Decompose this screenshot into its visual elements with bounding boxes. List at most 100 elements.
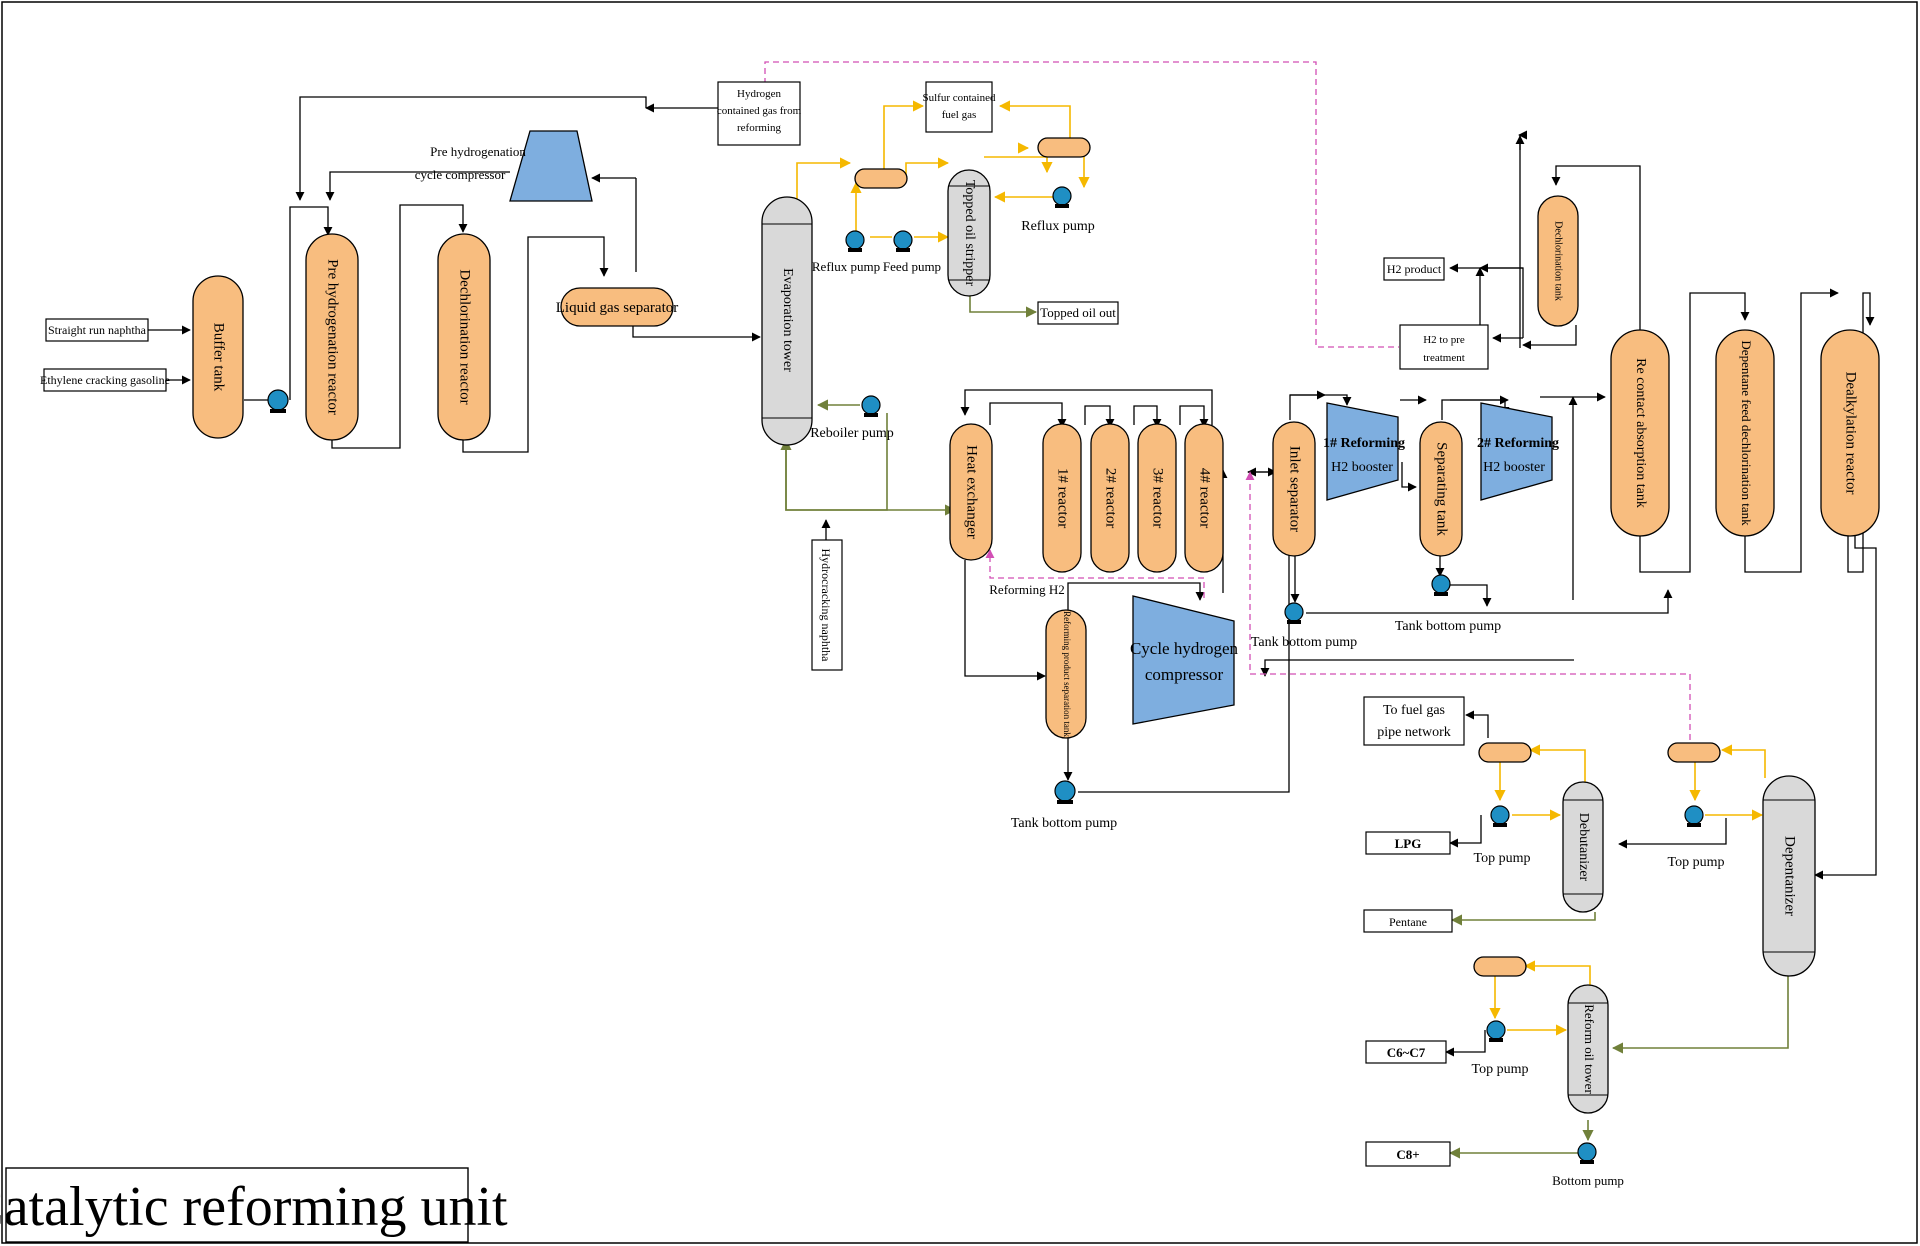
reboiler-pump: Reboiler pump: [810, 395, 894, 441]
topped-oil-stripper: Topped oil stripper: [947, 169, 991, 297]
reflux-drum-1: [854, 168, 908, 189]
c8plus-box: C8+: [1365, 1141, 1451, 1167]
reflux-pump-2: Reflux pump: [1021, 186, 1095, 234]
hydrogen-from-reforming-line2: contained gas from: [717, 105, 802, 117]
tank-bottom-pump-2: Tank bottom pump: [1251, 602, 1357, 650]
reflux-drum-2: [1037, 137, 1091, 158]
feed-hydrocracking-label: Hydrocracking naphtha: [819, 549, 833, 663]
cycle-hydrogen-compressor-line1: Cycle hydrogen: [1130, 639, 1239, 658]
booster-2-line2: H2 booster: [1483, 460, 1545, 475]
dechlorination-reactor-label: Dechlorination reactor: [457, 269, 473, 404]
buffer-tank-label: Buffer tank: [211, 323, 227, 392]
separating-tank: Separating tank: [1419, 421, 1463, 557]
h2-product-label: H2 product: [1387, 262, 1442, 276]
to-fuel-gas-box: To fuel gas pipe network: [1363, 696, 1465, 746]
pipes: [148, 61, 1877, 1159]
reactor-4: 4# reactor: [1184, 423, 1224, 573]
pre-hydrogenation-reactor-label: Pre hydrogenation reactor: [325, 259, 341, 415]
debutanizer-label: Debutanizer: [1576, 813, 1591, 882]
debutanizer-drum: [1478, 742, 1532, 763]
liquid-gas-separator-label: Liquid gas separator: [556, 300, 678, 316]
lpg-box: LPG: [1365, 831, 1451, 855]
reactor-1-label: 1# reactor: [1055, 468, 1071, 528]
reflux-pump-1-label: Reflux pump: [812, 259, 880, 274]
reactor-4-label: 4# reactor: [1197, 468, 1213, 528]
liquid-gas-separator: Liquid gas separator: [556, 287, 678, 327]
reform-oil-tower-label: Reform oil tower: [1582, 1004, 1597, 1094]
reflux-pump-1: Reflux pump: [812, 230, 880, 274]
dealkylation-reactor: Dealkylation reactor: [1820, 329, 1880, 537]
title-box: Catalytic reforming unit: [0, 1167, 508, 1243]
h2-product-box: H2 product: [1383, 257, 1445, 281]
c6c7-label: C6~C7: [1387, 1045, 1426, 1060]
reactor-2-label: 2# reactor: [1103, 468, 1119, 528]
depentane-feed-dechlorination-tank-label: Depentane feed dechlorination tank: [1739, 340, 1754, 526]
top-pump-3: Top pump: [1472, 1020, 1529, 1077]
tank-bottom-pump-2-label: Tank bottom pump: [1251, 635, 1357, 650]
topped-oil-stripper-label: Topped oil stripper: [962, 180, 977, 287]
dealkylation-reactor-label: Dealkylation reactor: [1843, 372, 1859, 495]
hydrogen-from-reforming-line1: Hydrogen: [737, 88, 781, 100]
feed-ethylene-label: Ethylene cracking gasoline: [40, 373, 170, 387]
feed-straight-run: Straight run naphtha: [45, 318, 149, 342]
lpg-label: LPG: [1395, 836, 1422, 851]
buffer-pump: [267, 389, 289, 413]
top-pump-2-label: Top pump: [1668, 855, 1725, 870]
depentanizer: Depentanizer: [1762, 775, 1816, 977]
hydrogen-from-reforming-line3: reforming: [737, 122, 781, 134]
recontact-absorption-tank: Re contact absorption tank: [1610, 329, 1670, 537]
top-pump-1-label: Top pump: [1474, 851, 1531, 866]
feed-straight-run-label: Straight run naphtha: [48, 323, 147, 337]
depentanizer-drum: [1667, 742, 1721, 763]
pentane-box: Pentane: [1363, 909, 1453, 933]
reform-oil-tower: Reform oil tower: [1567, 984, 1609, 1114]
pre-hydrogenation-compressor: Pre hydrogenation cycle compressor: [415, 130, 593, 202]
reactor-2: 2# reactor: [1090, 423, 1130, 573]
recontact-absorption-tank-label: Re contact absorption tank: [1633, 358, 1648, 508]
h2-to-pretreatment-line1: H2 to pre: [1423, 334, 1465, 346]
reforming-product-separation-tank: Reforming product separation tank: [1045, 609, 1087, 739]
tank-bottom-pump-1-label: Tank bottom pump: [1011, 816, 1117, 831]
reactor-3-label: 3# reactor: [1150, 468, 1166, 528]
evaporation-tower-label: Evaporation tower: [780, 268, 795, 372]
reforming-h2-label: Reforming H2: [989, 582, 1064, 597]
pre-hydrogenation-compressor-line1: Pre hydrogenation: [430, 144, 526, 159]
feed-pump: Feed pump: [883, 230, 941, 274]
reforming-h2-booster-1: 1# Reforming H2 booster: [1323, 402, 1405, 501]
feed-hydrocracking: Hydrocracking naphtha: [811, 539, 843, 671]
buffer-tank: Buffer tank: [192, 275, 244, 439]
sulfur-fuel-gas-line2: fuel gas: [942, 109, 977, 121]
pre-hydrogenation-reactor: Pre hydrogenation reactor: [305, 233, 359, 441]
top-pump-2: Top pump: [1668, 805, 1725, 870]
pre-hydrogenation-compressor-line2: cycle compressor: [415, 167, 506, 182]
depentanizer-label: Depentanizer: [1782, 836, 1798, 916]
reforming-h2-booster-2: 2# Reforming H2 booster: [1477, 402, 1559, 501]
depentane-feed-dechlorination-tank: Depentane feed dechlorination tank: [1715, 329, 1775, 537]
pentane-label: Pentane: [1389, 915, 1427, 929]
reform-oil-drum: [1473, 956, 1527, 977]
hydrogen-from-reforming-box: Hydrogen contained gas from reforming: [717, 81, 802, 146]
c8plus-label: C8+: [1396, 1147, 1419, 1162]
debutanizer: Debutanizer: [1562, 781, 1604, 913]
inlet-separator-label: Inlet separator: [1287, 446, 1303, 532]
h2-to-pretreatment-line2: treatment: [1423, 352, 1465, 364]
reflux-pump-2-label: Reflux pump: [1021, 219, 1095, 234]
feed-ethylene: Ethylene cracking gasoline: [40, 368, 170, 392]
tank-bottom-pump-1: Tank bottom pump: [1011, 780, 1117, 831]
inlet-separator: Inlet separator: [1272, 421, 1316, 557]
topped-oil-out-label: Topped oil out: [1040, 305, 1116, 320]
topped-oil-out-box: Topped oil out: [1037, 301, 1119, 325]
booster-1-line1: 1# Reforming: [1323, 436, 1405, 451]
top-pump-1: Top pump: [1474, 805, 1531, 866]
feed-pump-label: Feed pump: [883, 259, 941, 274]
top-pump-3-label: Top pump: [1472, 1062, 1529, 1077]
to-fuel-gas-line1: To fuel gas: [1383, 703, 1445, 718]
reactor-1: 1# reactor: [1042, 423, 1082, 573]
reactor-3: 3# reactor: [1137, 423, 1177, 573]
bottom-pump-label: Bottom pump: [1552, 1173, 1624, 1188]
cycle-hydrogen-compressor: Cycle hydrogen compressor: [1130, 595, 1239, 725]
cycle-hydrogen-compressor-line2: compressor: [1145, 665, 1224, 684]
evaporation-tower: Evaporation tower: [761, 196, 813, 446]
